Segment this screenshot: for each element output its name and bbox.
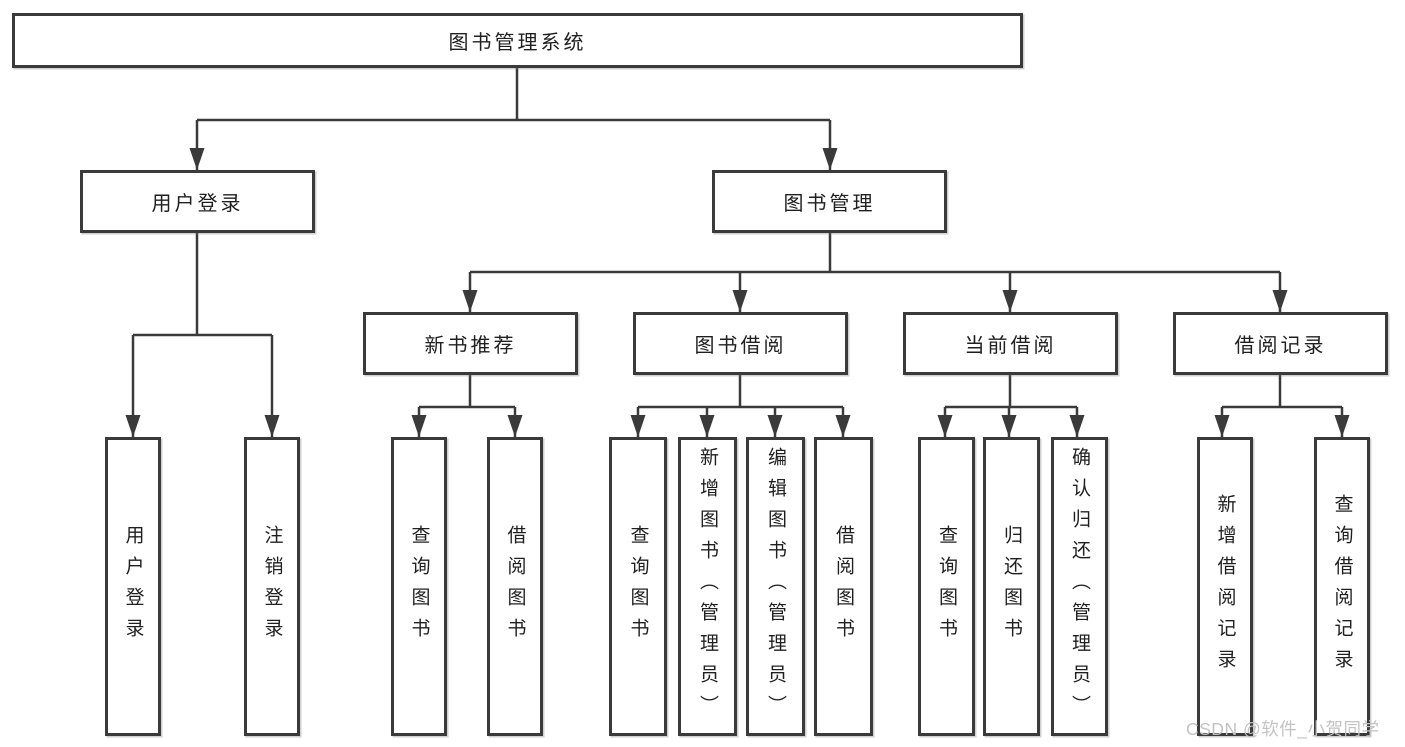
node-label: 查询借阅记录: [1331, 493, 1353, 680]
node-label: 借阅记录: [1234, 335, 1327, 357]
node-current-borrowing: 当前借阅: [903, 312, 1118, 375]
node-label: 用户登录: [122, 524, 144, 649]
leaf-user-login: 用户登录: [105, 437, 161, 736]
leaf-edit-books-admin: 编辑图书（管理员）: [746, 437, 805, 736]
node-book-borrowing: 图书借阅: [633, 312, 848, 375]
node-label: 新增借阅记录: [1214, 493, 1236, 680]
leaf-borrow-books: 借阅图书: [814, 437, 873, 736]
node-label: 借阅图书: [504, 524, 526, 649]
leaf-logout: 注销登录: [244, 437, 300, 736]
node-label: 图书管理系统: [448, 32, 587, 54]
node-library-management-system: 图书管理系统: [12, 13, 1023, 68]
leaf-borrow-books-recommend: 借阅图书: [487, 437, 543, 736]
leaf-add-borrow-record: 新增借阅记录: [1197, 437, 1253, 736]
node-label: 借阅图书: [833, 524, 854, 649]
csdn-watermark: CSDN @软件_小贺同学: [1186, 719, 1380, 739]
leaf-query-books-current: 查询图书: [918, 437, 975, 736]
leaf-query-books-borrow: 查询图书: [609, 437, 667, 736]
node-label: 图书管理: [783, 193, 876, 215]
node-label: 图书借阅: [694, 335, 787, 357]
node-book-management: 图书管理: [712, 170, 947, 233]
node-label: 归还图书: [1001, 524, 1022, 649]
node-label: 查询图书: [408, 524, 430, 649]
node-label: 用户登录: [151, 193, 244, 215]
leaf-return-books: 归还图书: [983, 437, 1040, 736]
leaf-add-books-admin: 新增图书（管理员）: [678, 437, 737, 736]
node-label: 查询图书: [936, 524, 957, 649]
node-label: 注销登录: [261, 524, 283, 649]
leaf-query-borrow-record: 查询借阅记录: [1314, 437, 1370, 736]
leaf-query-books-recommend: 查询图书: [391, 437, 447, 736]
node-new-book-recommendation: 新书推荐: [363, 312, 578, 375]
node-label: 确认归还（管理员）: [1069, 447, 1090, 726]
node-borrowing-records: 借阅记录: [1173, 312, 1388, 375]
node-label: 编辑图书（管理员）: [765, 447, 786, 726]
node-label: 新书推荐: [424, 335, 517, 357]
leaf-confirm-return-admin: 确认归还（管理员）: [1051, 437, 1108, 736]
node-label: 当前借阅: [964, 335, 1057, 357]
node-label: 新增图书（管理员）: [697, 447, 718, 726]
node-user-login: 用户登录: [80, 170, 315, 233]
node-label: 查询图书: [627, 524, 649, 649]
